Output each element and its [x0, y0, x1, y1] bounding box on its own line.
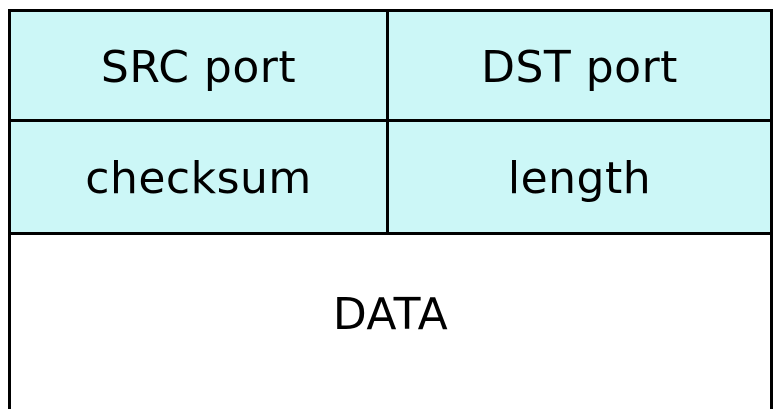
udp-header-diagram: SRC port DST port checksum length DATA — [8, 9, 773, 409]
length-label: length — [507, 152, 652, 204]
length-field: length — [389, 122, 770, 235]
data-label: DATA — [332, 288, 449, 340]
dst-port-label: DST port — [481, 42, 678, 93]
checksum-field: checksum — [11, 122, 389, 235]
src-port-label: SRC port — [100, 42, 297, 93]
checksum-label: checksum — [85, 152, 312, 204]
data-payload-field: DATA — [11, 235, 770, 403]
dst-port-field: DST port — [389, 12, 770, 122]
src-port-field: SRC port — [11, 12, 389, 122]
